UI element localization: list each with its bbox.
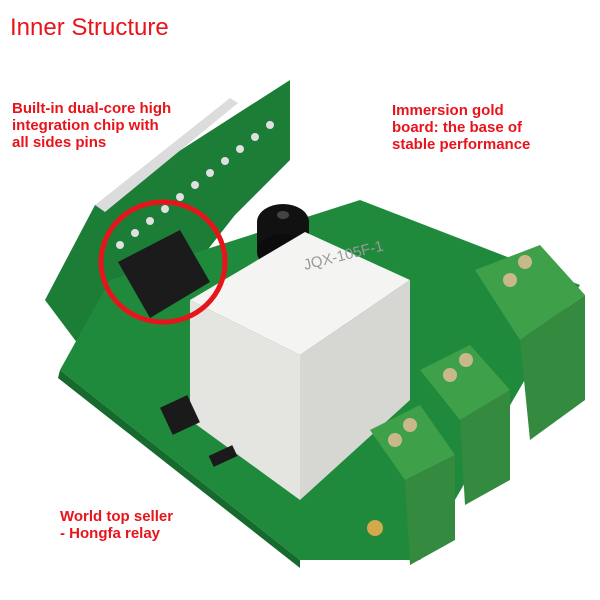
board-annotation-line: board: the base of <box>392 119 523 136</box>
pin-row <box>116 121 274 249</box>
chip-annotation-line: Built-in dual-core high <box>12 100 172 117</box>
page-title: Inner Structure <box>10 14 169 41</box>
terminal-block-upper <box>475 245 585 440</box>
terminal-block-lower <box>370 405 455 565</box>
chip-annotation-line: all sides pins <box>12 134 107 151</box>
relay-top <box>190 232 410 355</box>
relay-annotation: World top seller - Hongfa relay <box>60 508 173 542</box>
controller-chip <box>118 230 210 318</box>
chip-highlight-circle <box>98 199 228 325</box>
mounting-hole <box>367 520 383 536</box>
board-annotation: Immersion gold board: the base of stable… <box>392 102 530 153</box>
side-pcb-edge <box>95 98 238 212</box>
board-annotation-line: Immersion gold <box>392 102 504 119</box>
terminal-block-middle <box>420 345 510 505</box>
board-annotation-line: stable performance <box>392 136 531 153</box>
chip-annotation: Built-in dual-core high integration chip… <box>12 100 171 151</box>
diode <box>208 445 238 467</box>
relay-side <box>300 280 410 500</box>
transistor <box>160 395 200 435</box>
relay-front <box>190 300 300 500</box>
main-pcb-front-edge <box>58 370 300 568</box>
chip-annotation-line: integration chip with <box>12 117 159 134</box>
relay-annotation-line: World top seller <box>60 508 174 525</box>
relay-annotation-line: - Hongfa relay <box>60 525 161 542</box>
